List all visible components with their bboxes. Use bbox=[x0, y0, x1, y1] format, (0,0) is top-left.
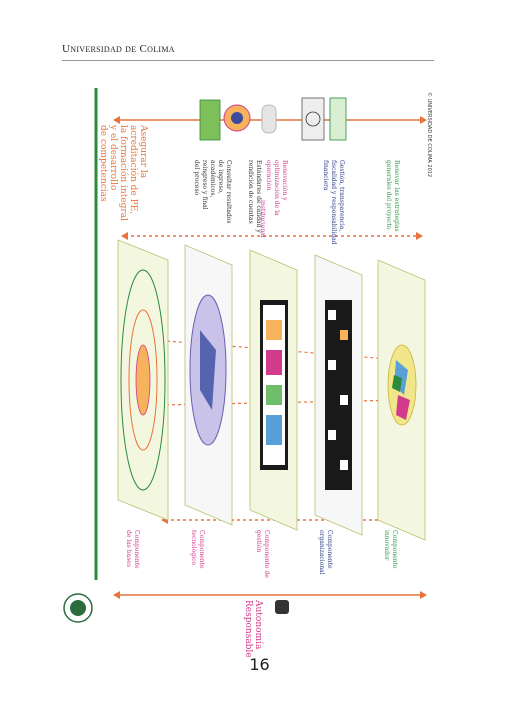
right-label-1b: de ingreso, bbox=[217, 160, 224, 194]
component-tecnologico-2: tecnológico bbox=[190, 530, 197, 566]
bottom-arrow-head-left bbox=[113, 591, 120, 599]
component-bases-2: de las bases bbox=[125, 530, 132, 567]
copyright: © UNIVERSIDAD DE COLIMA 2012 bbox=[426, 92, 432, 178]
bases-outer-ellipse bbox=[120, 269, 166, 491]
gestion-block-1 bbox=[266, 320, 282, 340]
top-arrow-head-left bbox=[113, 116, 120, 124]
top-arrow-head-right bbox=[420, 116, 427, 124]
autonomia-symbol bbox=[275, 600, 289, 614]
org-cell-5 bbox=[328, 430, 336, 440]
component-gestion-2: gestión bbox=[255, 530, 262, 553]
org-cell-1 bbox=[328, 310, 336, 320]
gestion-block-4 bbox=[266, 415, 282, 445]
top-title-2: acreditación de PE, bbox=[128, 125, 138, 215]
top-title-5: de competencias bbox=[98, 125, 108, 202]
component-innovador-2: innovador bbox=[383, 530, 390, 561]
bases-mid-ellipse bbox=[128, 309, 158, 451]
right-label-4c: financiera bbox=[322, 160, 329, 191]
university-seal-center bbox=[70, 600, 86, 616]
right-label-3c: operación bbox=[265, 160, 272, 191]
right-label-5b: generales del proyecto bbox=[385, 160, 392, 230]
org-cell-4 bbox=[340, 395, 348, 405]
side-left-2: Responsable bbox=[243, 600, 253, 658]
right-label-3d: institucional bbox=[259, 200, 266, 238]
org-cell-2 bbox=[340, 330, 348, 340]
org-cell-3 bbox=[328, 360, 336, 370]
side-left-1: Autonomía bbox=[253, 600, 263, 650]
top-title-4: y el desarrollo bbox=[108, 125, 118, 191]
top-title-1: Asegurar la bbox=[138, 125, 148, 179]
right-label-1c: académicos, bbox=[209, 160, 216, 198]
right-label-1a: Consultar resultados bbox=[225, 160, 232, 224]
dashed-top-head-right bbox=[416, 232, 423, 240]
right-label-1d: reingreso y final bbox=[201, 160, 208, 210]
top-title-3: la formación integral bbox=[118, 125, 128, 221]
tube-icon bbox=[261, 104, 277, 134]
header-rule bbox=[62, 60, 434, 61]
bottom-arrow-head-right bbox=[420, 591, 427, 599]
dashed-top-head-left bbox=[121, 232, 128, 240]
org-cell-6 bbox=[340, 460, 348, 470]
right-label-5a: Renovar las estrategias bbox=[393, 160, 400, 232]
running-header: Universidad de Colima bbox=[62, 43, 175, 55]
component-tecnologico-1: Componente bbox=[198, 530, 205, 569]
right-label-3b: optimización de la bbox=[273, 160, 280, 216]
tecnologico-shape bbox=[200, 330, 216, 410]
gestion-block-3 bbox=[266, 385, 282, 405]
component-innovador-1: Componente bbox=[391, 530, 398, 569]
right-label-1e: del proceso bbox=[193, 160, 200, 196]
compass-dial-icon bbox=[305, 111, 321, 127]
component-organizacional-2: organizacional bbox=[318, 530, 325, 575]
right-label-4b: fiscalidad y responsabilidad bbox=[330, 160, 337, 245]
right-label-3a: Renovación y bbox=[281, 160, 288, 201]
component-organizacional-1: Componente bbox=[326, 530, 333, 569]
innovador-shape-3 bbox=[392, 375, 402, 392]
chart-icon bbox=[329, 97, 347, 141]
compass-icon bbox=[301, 97, 325, 141]
component-bases-1: Componente bbox=[133, 530, 140, 569]
header-institution: Universidad de Colima bbox=[62, 43, 175, 55]
right-label-2b: rendición de cuentas bbox=[247, 160, 254, 224]
page-number: 16 bbox=[249, 655, 270, 674]
gestion-block-2 bbox=[266, 350, 282, 375]
bases-inner-ellipse bbox=[135, 344, 151, 416]
component-gestion-1: Componente de bbox=[263, 530, 270, 578]
puzzle-icon bbox=[199, 99, 221, 141]
wheel-hub-icon bbox=[231, 112, 243, 124]
innovador-shape-2 bbox=[396, 395, 410, 420]
right-label-4a: Gestión, transparencia, bbox=[338, 160, 345, 232]
